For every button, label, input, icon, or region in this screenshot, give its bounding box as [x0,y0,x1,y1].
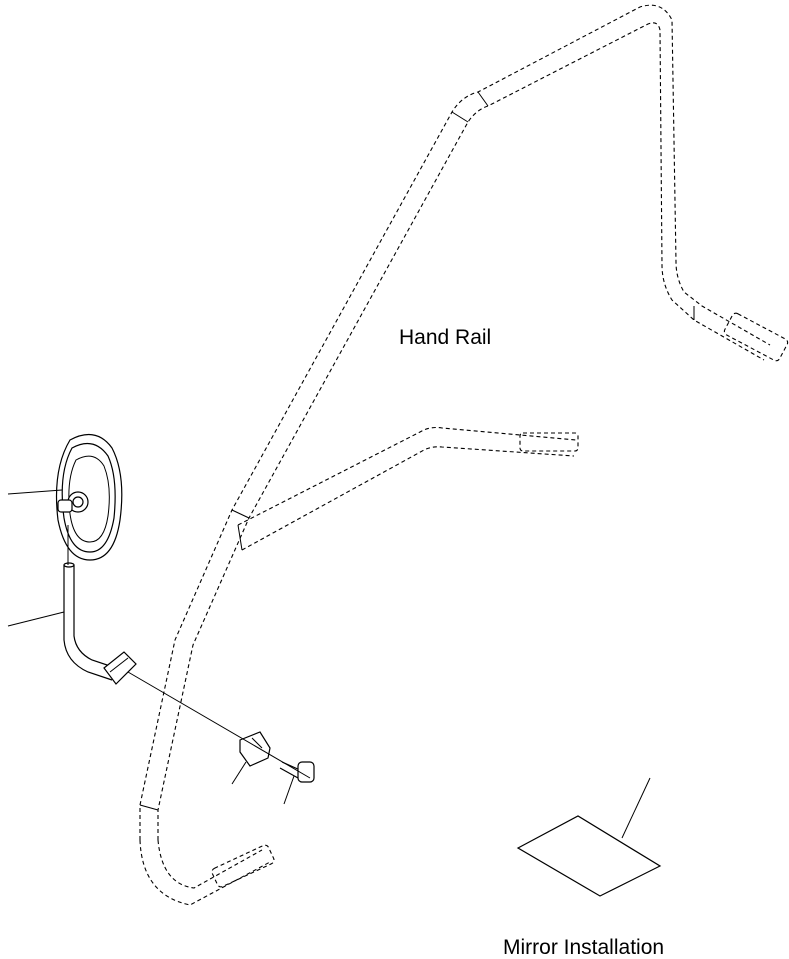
assembly-center-line [67,525,311,779]
mounting-bolt [279,761,315,783]
hand-rail-label: Hand Rail [399,326,492,349]
mirror-installation-decal [516,815,662,897]
clamp-bracket [239,731,271,767]
mirror-stay [63,562,137,685]
hand-rail-branch [237,426,579,551]
leader-lines [7,489,651,839]
mirror-head [55,433,123,561]
mirror-installation-label: Mirror Installation [503,936,665,959]
hand-rail-main [139,4,789,906]
